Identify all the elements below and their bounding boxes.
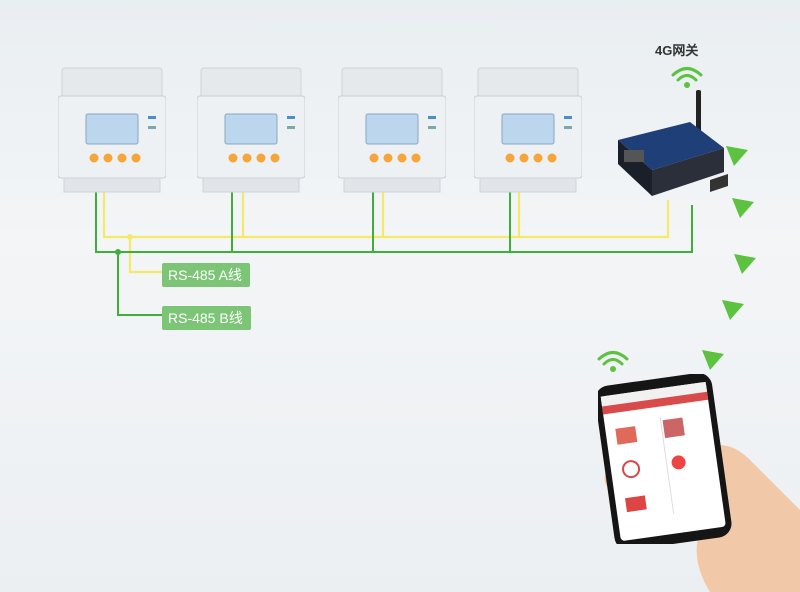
chevron-down-icon (722, 300, 744, 320)
rs485-a-bus (102, 192, 670, 274)
rs485-b-bus (95, 192, 693, 316)
chevron-down-icon (734, 254, 756, 274)
rs485-b-label: RS-485 B线 (162, 306, 251, 330)
energy-meter (197, 66, 305, 194)
wifi-icon (671, 67, 703, 88)
smartphone (595, 372, 736, 551)
rs485-a-label: RS-485 A线 (162, 263, 250, 287)
chevron-down-icon (702, 350, 724, 370)
gateway-label: 4G网关 (655, 43, 699, 58)
4g-gateway-device (618, 90, 728, 196)
energy-meter (58, 66, 166, 194)
energy-meter (474, 66, 582, 194)
wifi-icon (597, 351, 629, 372)
chevron-down-icon (732, 198, 754, 218)
energy-meter (338, 66, 446, 194)
chevron-down-icon (726, 146, 748, 166)
